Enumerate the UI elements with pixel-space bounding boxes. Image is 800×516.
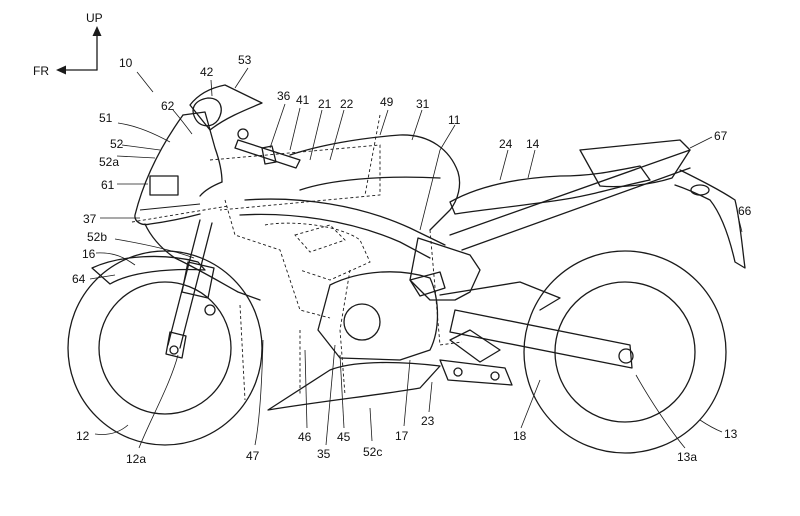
pivot-area-23 xyxy=(439,329,513,386)
vehicle-body-frame-11 xyxy=(239,149,691,301)
label-64: 64 xyxy=(72,272,86,286)
orientation-arrows: UP FR xyxy=(33,11,103,78)
label-47: 47 xyxy=(246,449,260,463)
label-52c: 52c xyxy=(363,445,382,459)
label-31: 31 xyxy=(416,97,430,111)
rear-wheel xyxy=(523,250,727,454)
label-41: 41 xyxy=(296,93,310,107)
label-66: 66 xyxy=(738,204,752,218)
lower-cowl-52c xyxy=(267,361,441,411)
up-label: UP xyxy=(86,11,103,25)
label-45: 45 xyxy=(337,430,351,444)
fuel-tank-31 xyxy=(289,134,461,231)
label-53: 53 xyxy=(238,53,252,67)
label-42: 42 xyxy=(200,65,214,79)
label-13a: 13a xyxy=(677,450,697,464)
rear-seat-cowl-14 xyxy=(579,139,691,188)
front-cowl xyxy=(134,111,261,301)
label-35: 35 xyxy=(317,447,331,461)
label-62: 62 xyxy=(161,99,175,113)
rear-fender-66 xyxy=(674,169,746,269)
reference-numerals: 10 42 53 36 41 21 22 49 31 11 24 14 67 6… xyxy=(72,53,752,466)
label-49: 49 xyxy=(380,95,394,109)
label-12a: 12a xyxy=(126,452,146,466)
label-24: 24 xyxy=(499,137,513,151)
label-17: 17 xyxy=(395,429,409,443)
label-22: 22 xyxy=(340,97,354,111)
seat-24 xyxy=(449,165,651,215)
swing-arm-18 xyxy=(439,281,634,369)
label-61: 61 xyxy=(101,178,115,192)
leader-lines xyxy=(89,67,743,449)
label-14: 14 xyxy=(526,137,540,151)
front-label: FR xyxy=(33,64,49,78)
label-51: 51 xyxy=(99,111,113,125)
front-fender xyxy=(91,255,206,285)
engine xyxy=(317,271,446,361)
front-arrowhead-icon xyxy=(56,65,66,75)
mirror-42 xyxy=(192,97,222,127)
label-37: 37 xyxy=(83,212,97,226)
label-16: 16 xyxy=(82,247,96,261)
label-23: 23 xyxy=(421,414,435,428)
label-10: 10 xyxy=(119,56,133,70)
label-21: 21 xyxy=(318,97,332,111)
label-18: 18 xyxy=(513,429,527,443)
up-arrowhead-icon xyxy=(92,26,102,36)
windscreen-53 xyxy=(189,84,263,131)
label-36: 36 xyxy=(277,89,291,103)
handlebar xyxy=(234,128,301,169)
hidden-lines xyxy=(131,114,463,401)
label-11: 11 xyxy=(448,113,461,127)
headlight-61 xyxy=(149,175,179,196)
label-52: 52 xyxy=(110,137,124,151)
front-fork xyxy=(165,219,216,359)
label-52b: 52b xyxy=(87,230,107,244)
label-52a: 52a xyxy=(99,155,119,169)
label-46: 46 xyxy=(298,430,312,444)
front-wheel xyxy=(67,250,263,446)
label-12: 12 xyxy=(76,429,90,443)
label-67: 67 xyxy=(714,129,728,143)
label-13: 13 xyxy=(724,427,738,441)
